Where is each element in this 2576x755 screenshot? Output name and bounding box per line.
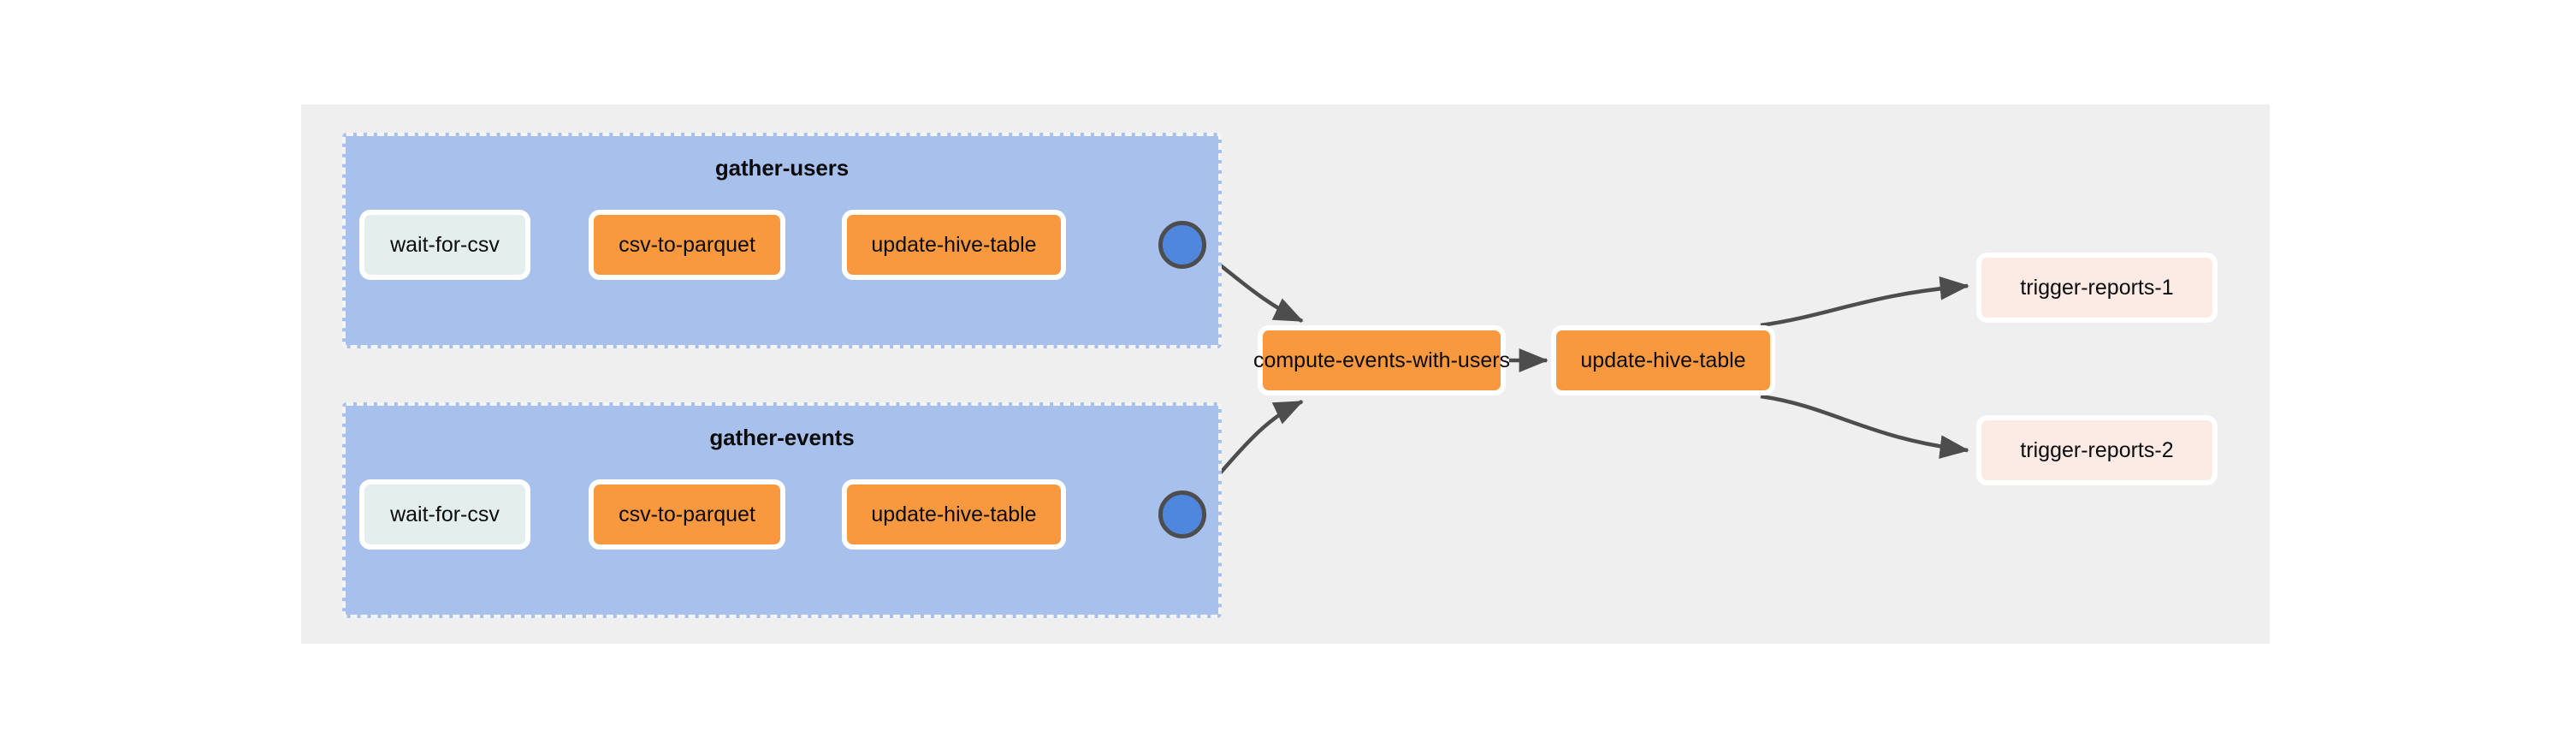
task-group-title: gather-events [709, 425, 855, 450]
task-node-csv-to-parquet[interactable]: csv-to-parquet [589, 210, 785, 280]
task-group-gather-users[interactable]: gather-users wait-for-csv csv-to-parquet… [342, 133, 1222, 348]
task-group-join-circle[interactable] [1158, 221, 1206, 269]
task-node-update-hive-table[interactable]: update-hive-table [842, 479, 1066, 550]
task-group-title: gather-users [714, 155, 850, 181]
task-node-trigger-reports-1[interactable]: trigger-reports-1 [1976, 253, 2218, 323]
task-node-update-hive-table[interactable]: update-hive-table [842, 210, 1066, 280]
task-group-join-circle[interactable] [1158, 490, 1206, 538]
graph-canvas[interactable]: gather-users wait-for-csv csv-to-parquet… [301, 104, 2270, 644]
task-node-compute-events-with-users[interactable]: compute-events-with-users [1253, 325, 1510, 395]
task-group-gather-events[interactable]: gather-events wait-for-csv csv-to-parque… [342, 402, 1222, 618]
task-node-csv-to-parquet[interactable]: csv-to-parquet [589, 479, 785, 550]
task-node-trigger-reports-2[interactable]: trigger-reports-2 [1976, 415, 2218, 485]
task-node-wait-for-csv[interactable]: wait-for-csv [359, 479, 530, 550]
edge-update-hive-table-to-trigger-1 [1760, 276, 1969, 328]
task-node-update-hive-table-main[interactable]: update-hive-table [1551, 325, 1775, 395]
edge-update-hive-table-to-trigger-2 [1760, 394, 1969, 460]
task-node-wait-for-csv[interactable]: wait-for-csv [359, 210, 530, 280]
